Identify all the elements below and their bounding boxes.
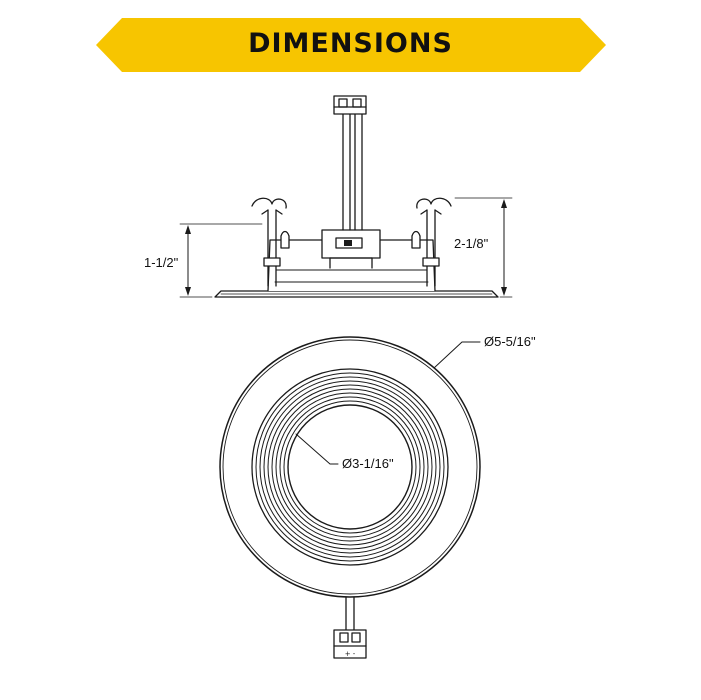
overall-height-dimension	[454, 197, 513, 298]
baffle-ring	[271, 388, 429, 546]
top-view: + -	[219, 336, 481, 659]
baffle-outer-edge	[251, 368, 449, 566]
baffle-ring	[263, 380, 437, 554]
title-banner	[96, 18, 606, 72]
aperture-diameter-label: Ø3-1/16"	[342, 456, 394, 471]
banner-title: DIMENSIONS	[248, 28, 453, 59]
baffle-ring	[275, 392, 425, 542]
banner-arrow-shape	[96, 18, 606, 72]
baffle-ring	[259, 376, 441, 558]
aperture-edge	[287, 404, 413, 530]
left-spring-clip	[251, 197, 290, 287]
baffle-ring	[279, 396, 421, 538]
baffle-ring	[267, 384, 433, 550]
overall-height-label: 2-1/8"	[454, 236, 489, 251]
bottom-wire-connector	[333, 629, 367, 659]
right-spring-clip	[411, 197, 452, 287]
baffle-ring	[255, 372, 445, 562]
baffle-ring	[283, 400, 417, 534]
wire-connector	[333, 95, 367, 115]
aperture-diameter-leader	[295, 433, 339, 465]
outer-diameter-leader	[433, 341, 481, 369]
trim-height-dimension	[179, 223, 263, 298]
svg-text:+ -: + -	[345, 650, 356, 658]
trim-height-label: 1-1/2"	[144, 255, 179, 270]
baffle-rings	[255, 372, 445, 562]
outer-diameter-label: Ø5-5/16"	[484, 334, 536, 349]
trim-outer-edge	[219, 336, 481, 598]
trim-inner-edge	[222, 339, 478, 595]
side-view	[179, 95, 513, 298]
